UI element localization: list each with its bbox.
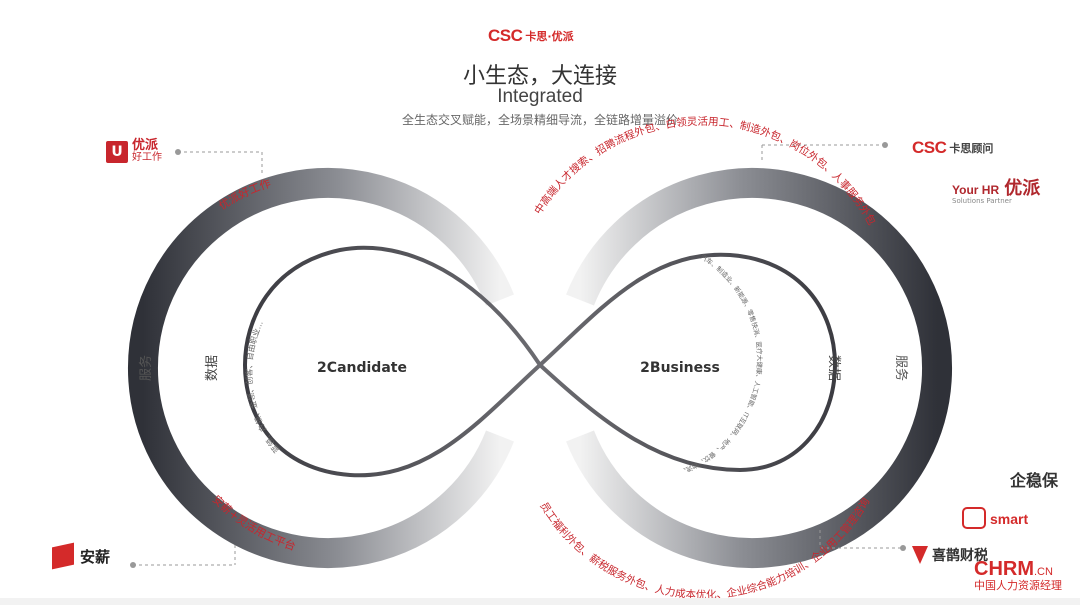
uipai-mark: U [106, 141, 128, 163]
right-inner-arc-text: 汽车、制造业、新能源、零售快消、医疗大健康、人工智能、IT互联网、地产、餐饮、物… [0, 0, 764, 476]
yourhr-text: Your HR [952, 183, 1000, 197]
page-tagline: 全生态交叉赋能，全场景精细导流，全链路增量溢价 [401, 113, 678, 127]
anxin-logo: 安薪 [52, 542, 111, 570]
yourhr-logo: Your HR 优派 Solutions Partner [952, 174, 1040, 205]
left-service-label: 服务 [138, 355, 154, 381]
left-outer-ring [128, 168, 514, 568]
xique-name: 喜鹊财税 [932, 548, 988, 564]
right-service-label: 服务 [893, 355, 909, 381]
right-platform-label: 平台 [859, 356, 874, 380]
infinity-loop [242, 245, 838, 478]
right-outer-ring [566, 168, 952, 568]
uipai-name: 优派 [132, 138, 159, 153]
qiwen-logo: 企稳保 [1010, 471, 1059, 490]
csc-consult-sub: 卡思顾问 [949, 142, 994, 155]
csc-logo-top: CSC 卡思·优派 [488, 26, 598, 46]
uipai-slogan: 好工作 [132, 152, 162, 163]
candidate-label: 2Candidate [317, 360, 407, 376]
xique-mark-icon [912, 546, 928, 564]
anxin-mark-icon [52, 542, 74, 570]
csc-consult-logo: CSC 卡思顾问 [912, 138, 993, 158]
smart-logo: smart [962, 507, 1028, 529]
chrm-text: CHRM [974, 558, 1034, 580]
right-data-label: 数据 [826, 355, 841, 381]
business-label: 2Business [640, 360, 720, 376]
chrm-watermark: CHRM.CN 中国人力资源经理 [974, 558, 1062, 593]
xique-logo: 喜鹊财税 [912, 545, 988, 565]
page-title: 小生态，大连接 [462, 64, 617, 89]
chrm-sub: 中国人力资源经理 [974, 579, 1062, 592]
bottom-bar [0, 598, 1080, 605]
left-platform-label: 平台 [171, 356, 186, 380]
smart-icon [962, 507, 986, 529]
csc-logo-sub: 卡思·优派 [525, 30, 574, 43]
anxin-name: 安薪 [80, 547, 111, 566]
smart-name: smart [990, 510, 1029, 527]
csc-logo-text: CSC [488, 26, 523, 45]
left-data-label: 数据 [205, 355, 220, 381]
yourhr-tagline: Solutions Partner [952, 197, 1012, 205]
page-subtitle: Integrated [497, 86, 583, 107]
left-inner-arc-text: 蓝领、白领、金领、创客、自由职业… [244, 319, 282, 455]
yourhr-mark: 优派 [1004, 178, 1041, 199]
chrm-cn: .CN [1034, 566, 1053, 578]
uipai-logo: U 优派 好工作 [106, 138, 162, 164]
csc-consult-text: CSC [912, 138, 947, 157]
